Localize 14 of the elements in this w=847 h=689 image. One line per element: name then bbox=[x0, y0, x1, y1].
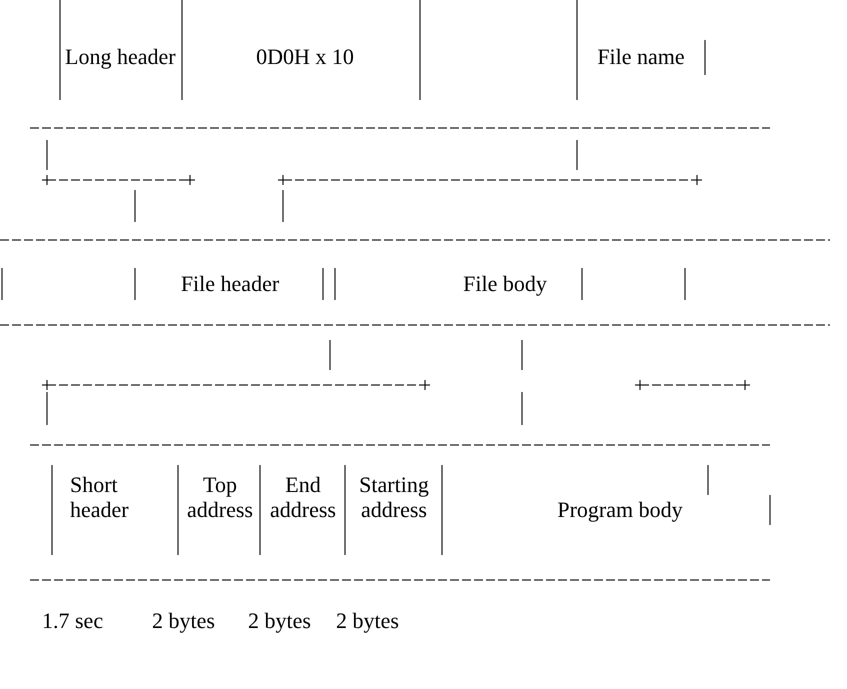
field-label: File header bbox=[137, 271, 323, 296]
field-label: File body bbox=[430, 271, 580, 296]
field-size-label: 1.7 sec bbox=[42, 608, 104, 633]
field-label: File name bbox=[577, 44, 705, 69]
field-label: Long header bbox=[65, 44, 173, 69]
field-label: Starting address bbox=[347, 472, 441, 522]
field-label: End address bbox=[262, 472, 344, 522]
field-size-label: 2 bytes bbox=[152, 608, 215, 633]
field-label: Program body bbox=[520, 497, 720, 522]
field-label: Short header bbox=[70, 472, 162, 522]
field-label: 0D0H x 10 bbox=[190, 44, 420, 69]
field-label: Top address bbox=[182, 472, 258, 522]
field-size-label: 2 bytes bbox=[336, 608, 399, 633]
field-size-label: 2 bytes bbox=[248, 608, 311, 633]
